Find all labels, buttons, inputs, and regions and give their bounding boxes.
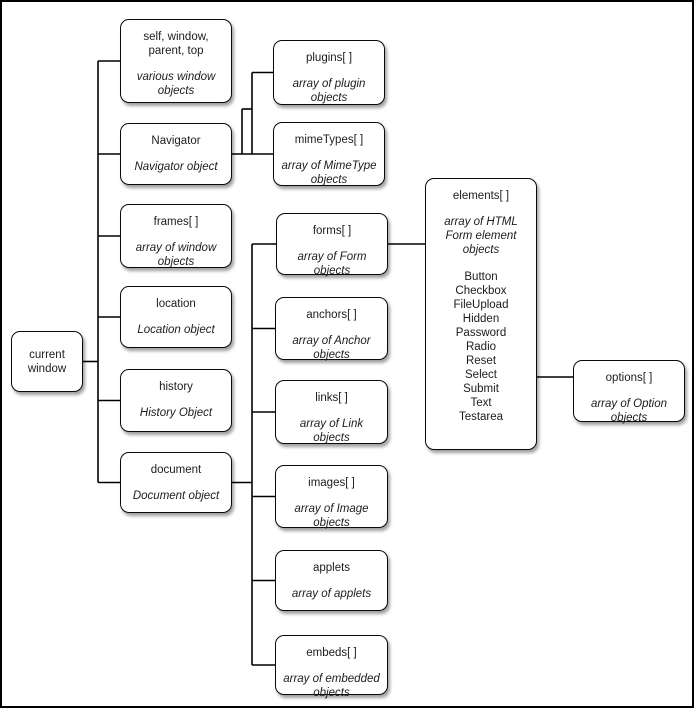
- node-title: history: [159, 381, 193, 393]
- node-title: mimeTypes[ ]: [294, 134, 364, 146]
- node-subtitle: various window objects: [136, 71, 216, 97]
- node-subtitle: array of MimeType objects: [281, 160, 377, 186]
- node-subtitle: array of Form objects: [297, 251, 367, 277]
- node-title: forms[ ]: [312, 225, 352, 237]
- node-title: options[ ]: [605, 372, 653, 384]
- node-applets: applets array of applets: [275, 550, 388, 611]
- node-item: Radio: [465, 341, 497, 353]
- node-subtitle: array of HTML Form element objects: [444, 216, 518, 256]
- node-subtitle: array of Image objects: [294, 503, 369, 529]
- node-anchors: anchors[ ] array of Anchor objects: [275, 297, 388, 361]
- node-item: Select: [465, 369, 497, 381]
- node-title: embeds[ ]: [306, 647, 357, 659]
- node-forms: forms[ ] array of Form objects: [276, 213, 388, 277]
- node-subtitle: Location object: [137, 324, 215, 336]
- node-subtitle: array of Link objects: [299, 418, 364, 444]
- node-options: options[ ] array of Option objects: [573, 360, 685, 424]
- node-item: Text: [470, 397, 492, 409]
- node-item: Checkbox: [455, 285, 507, 297]
- node-subtitle: Navigator object: [134, 161, 218, 173]
- node-mime-types: mimeTypes[ ] array of MimeType objects: [273, 122, 385, 186]
- node-images: images[ ] array of Image objects: [275, 465, 388, 529]
- node-title: anchors[ ]: [306, 309, 357, 321]
- node-embeds: embeds[ ] array of embedded objects: [275, 635, 388, 699]
- node-title: frames[ ]: [153, 216, 199, 228]
- node-title: self, window, parent, top: [143, 31, 209, 57]
- node-subtitle: Document object: [132, 490, 220, 502]
- node-frames: frames[ ] array of window objects: [120, 204, 232, 268]
- node-title: Navigator: [151, 135, 201, 147]
- node-item: Testarea: [458, 411, 504, 423]
- node-links: links[ ] array of Link objects: [275, 380, 388, 444]
- node-title: document: [150, 464, 202, 476]
- node-item: Hidden: [462, 313, 500, 325]
- node-item: FileUpload: [453, 299, 509, 311]
- node-title: location: [156, 298, 196, 310]
- node-item: Button: [464, 271, 498, 283]
- node-title: applets: [312, 562, 351, 574]
- node-self-window-parent-top: self, window, parent, top various window …: [120, 19, 232, 103]
- node-item: Submit: [463, 383, 499, 395]
- node-subtitle: array of applets: [291, 588, 372, 600]
- node-subtitle: array of window objects: [135, 242, 217, 268]
- node-title: current window: [27, 348, 67, 375]
- node-subtitle: array of plugin objects: [292, 78, 366, 104]
- node-plugins: plugins[ ] array of plugin objects: [273, 40, 385, 105]
- node-item: Password: [455, 327, 507, 339]
- node-title: images[ ]: [308, 477, 355, 489]
- node-subtitle: array of Anchor objects: [292, 335, 371, 361]
- node-item: Reset: [465, 355, 497, 367]
- node-title: elements[ ]: [452, 190, 510, 202]
- node-title: plugins[ ]: [305, 52, 353, 64]
- node-elements: elements[ ] array of HTML Form element ob…: [425, 178, 537, 450]
- node-subtitle: History Object: [139, 407, 213, 419]
- node-subtitle: array of embedded objects: [283, 673, 380, 699]
- node-current-window: current window: [11, 331, 83, 392]
- node-title: links[ ]: [315, 392, 348, 404]
- node-subtitle: array of Option objects: [590, 398, 668, 424]
